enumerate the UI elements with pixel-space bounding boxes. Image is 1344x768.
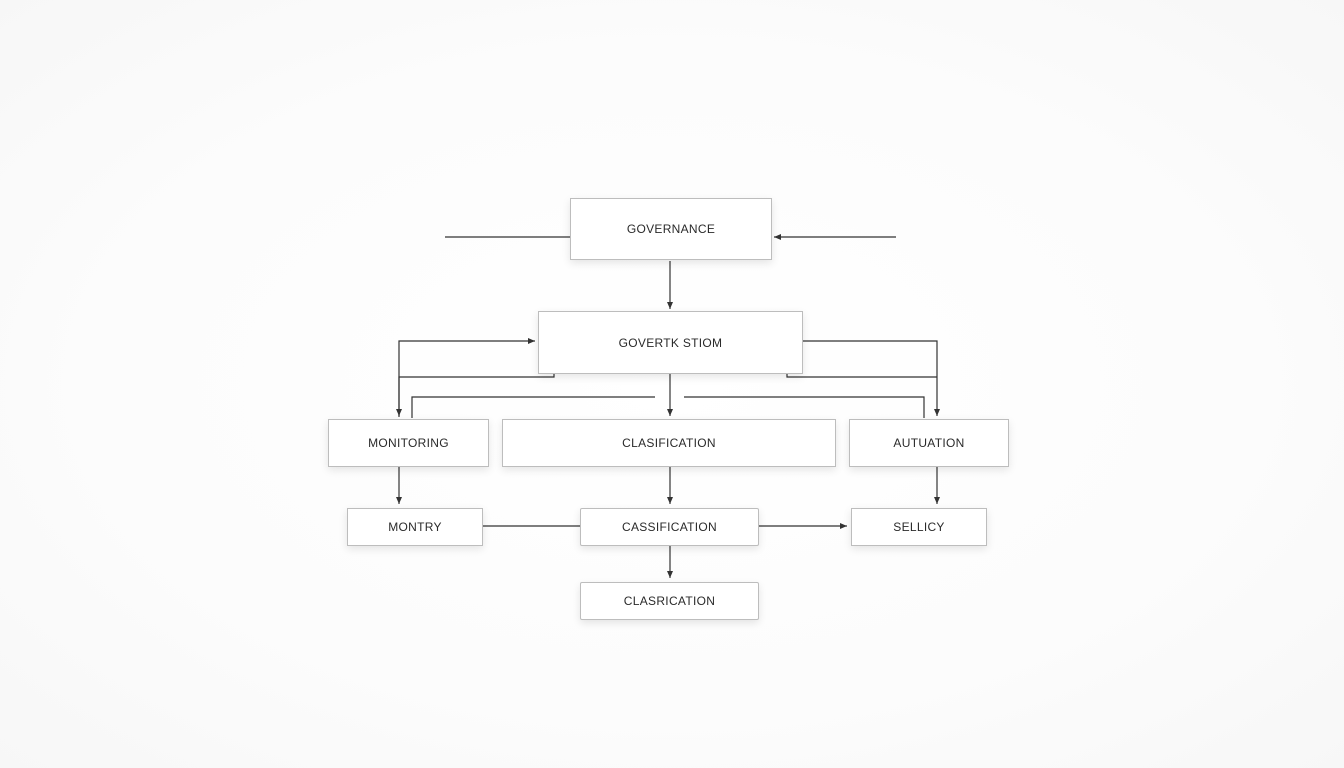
node-monitoring: MONITORING [328,419,489,467]
node-governance-label: GOVERNANCE [626,222,716,236]
node-sellicy-label: SELLICY [893,520,945,534]
node-classification-main-label: CLASIFICATION [622,436,716,450]
node-cassification: CASSIFICATION [580,508,759,546]
connector-inner-right [684,396,925,418]
node-montry: MONTRY [347,508,483,546]
connector-inner-left [411,396,655,418]
node-autuation: AUTUATION [849,419,1009,467]
node-sellicy: SELLICY [851,508,987,546]
connector-govertk-to-monitoring [396,374,555,416]
connector-govertk-to-autuation [803,340,940,416]
node-clasrication-label: CLASRICATION [623,594,716,608]
node-clasrication: CLASRICATION [580,582,759,620]
node-montry-label: MONTRY [388,520,442,534]
node-autuation-label: AUTUATION [893,436,965,450]
node-govertk-stiom: GOVERTK STIOM [538,311,803,374]
node-classification-main: CLASIFICATION [502,419,836,467]
node-monitoring-label: MONITORING [368,436,449,450]
connector-monitoring-loop [398,338,535,417]
node-govertk-stiom-label: GOVERTK STIOM [618,335,723,350]
connector-govertk-right-inner [786,374,937,378]
node-governance: GOVERNANCE [570,198,772,260]
node-cassification-label: CASSIFICATION [621,520,718,534]
